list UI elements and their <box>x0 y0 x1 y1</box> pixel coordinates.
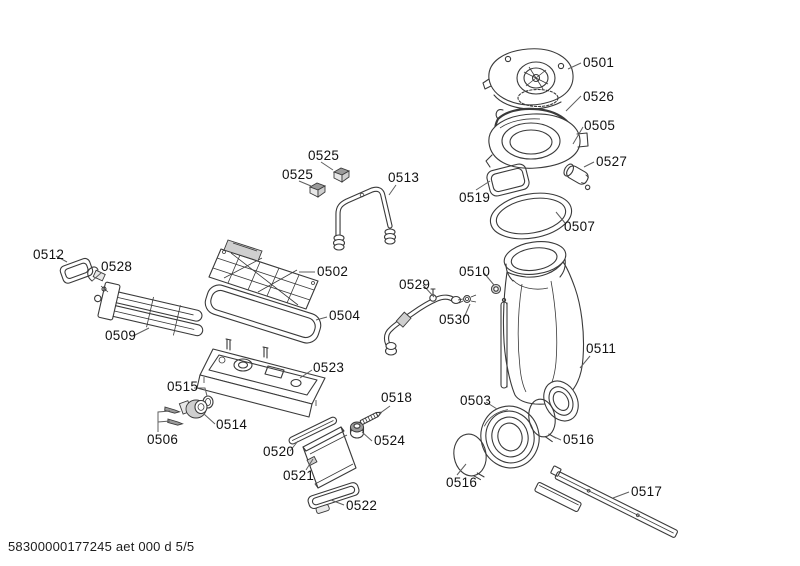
leader-line-0513 <box>388 184 397 196</box>
part-label-0525b: 0525 <box>282 167 314 182</box>
part-label-0509: 0509 <box>105 328 137 343</box>
part-label-0511: 0511 <box>586 341 617 356</box>
leader-line-0510 <box>483 272 495 286</box>
part-label-0526: 0526 <box>583 89 615 104</box>
part-0530-screw <box>457 294 477 304</box>
part-label-0527: 0527 <box>596 154 628 169</box>
leader-line-0530 <box>462 303 471 321</box>
leader-lines <box>55 62 630 506</box>
part-0517-rails <box>534 465 678 538</box>
part-0520-strip <box>288 416 338 445</box>
leader-line-0503 <box>485 401 498 410</box>
part-0524-roller <box>349 421 365 439</box>
part-0502-grid-panel <box>208 239 319 310</box>
part-0505-housing <box>485 113 589 169</box>
part-0525-clip-2 <box>308 182 327 198</box>
leader-line-0524 <box>361 431 373 442</box>
part-0516-clamp-left <box>453 433 487 481</box>
part-0514-pump <box>178 399 208 419</box>
part-0519-seal <box>486 163 530 197</box>
part-0511-duct <box>500 241 585 422</box>
leader-line-0522 <box>330 499 345 506</box>
leader-line-0523 <box>299 369 313 379</box>
part-label-0530: 0530 <box>439 312 471 327</box>
leader-line-0507 <box>555 211 566 224</box>
part-label-0502: 0502 <box>317 264 349 279</box>
part-label-0516l: 0516 <box>446 475 478 490</box>
leader-line-0525a <box>320 161 334 171</box>
part-label-0523: 0523 <box>313 360 345 375</box>
part-0506-screws <box>164 406 184 426</box>
part-label-0517: 0517 <box>631 484 663 499</box>
leader-line-0526 <box>565 95 582 112</box>
leader-line-0506 <box>157 410 171 432</box>
part-label-0529: 0529 <box>399 277 431 292</box>
leader-line-0519 <box>475 180 491 191</box>
part-0523-tray <box>196 338 326 418</box>
leader-line-0501 <box>567 62 582 70</box>
part-label-0521: 0521 <box>283 468 315 483</box>
part-label-0505: 0505 <box>584 118 616 133</box>
leader-line-0528 <box>91 272 102 282</box>
part-label-0503: 0503 <box>460 393 492 408</box>
leader-line-0525b <box>298 180 312 187</box>
leader-line-0509 <box>132 327 150 337</box>
part-0512-seal <box>59 257 94 284</box>
part-0507-ring-seal <box>489 192 573 240</box>
part-0501-blower <box>482 48 574 110</box>
document-number: 58300000177245 aet 000 d 5/5 <box>8 539 195 554</box>
part-label-0512: 0512 <box>33 247 65 262</box>
leader-line-0529 <box>422 284 435 298</box>
part-label-0515: 0515 <box>167 379 199 394</box>
part-0525-clip-1 <box>332 167 351 183</box>
leader-line-0512 <box>55 255 68 263</box>
part-label-0518: 0518 <box>381 390 413 405</box>
part-label-0501: 0501 <box>583 55 615 70</box>
leader-line-0517 <box>612 491 630 499</box>
part-0521-flap <box>302 426 357 489</box>
part-label-0528: 0528 <box>101 259 133 274</box>
part-label-0519: 0519 <box>459 190 491 205</box>
part-label-0507: 0507 <box>564 219 596 234</box>
leader-line-0504 <box>315 316 328 321</box>
part-label-0506: 0506 <box>147 432 179 447</box>
part-0504-gasket <box>204 284 322 344</box>
part-0510-grommet <box>490 283 502 295</box>
part-label-0510: 0510 <box>459 264 491 279</box>
part-0503-bellows <box>480 405 540 469</box>
leader-line-0520 <box>289 440 299 452</box>
part-label-0516r: 0516 <box>563 432 595 447</box>
part-label-0513: 0513 <box>388 170 420 185</box>
part-0513-pipe <box>332 186 397 251</box>
part-0518-screw <box>359 411 382 425</box>
part-0527-sensor <box>563 163 591 191</box>
leader-line-0516l <box>456 463 467 476</box>
part-0522-strip <box>307 482 360 514</box>
leader-line-0515 <box>194 387 208 397</box>
part-0509-heating-element <box>94 281 204 337</box>
leader-line-0518 <box>378 405 391 415</box>
leader-line-0527 <box>583 161 595 168</box>
part-label-0520: 0520 <box>263 444 295 459</box>
leader-line-0514 <box>203 413 216 425</box>
part-label-0524: 0524 <box>374 433 406 448</box>
leader-line-0506 <box>157 420 171 423</box>
leader-line-0516r <box>551 435 562 441</box>
part-label-0525a: 0525 <box>308 148 340 163</box>
leader-line-0511 <box>579 355 591 369</box>
part-label-0504: 0504 <box>329 308 361 323</box>
part-0529-hose <box>383 288 462 356</box>
leader-line-0505 <box>572 126 584 145</box>
part-label-0522: 0522 <box>346 498 378 513</box>
part-label-0514: 0514 <box>216 417 248 432</box>
leader-line-0521 <box>305 458 314 471</box>
